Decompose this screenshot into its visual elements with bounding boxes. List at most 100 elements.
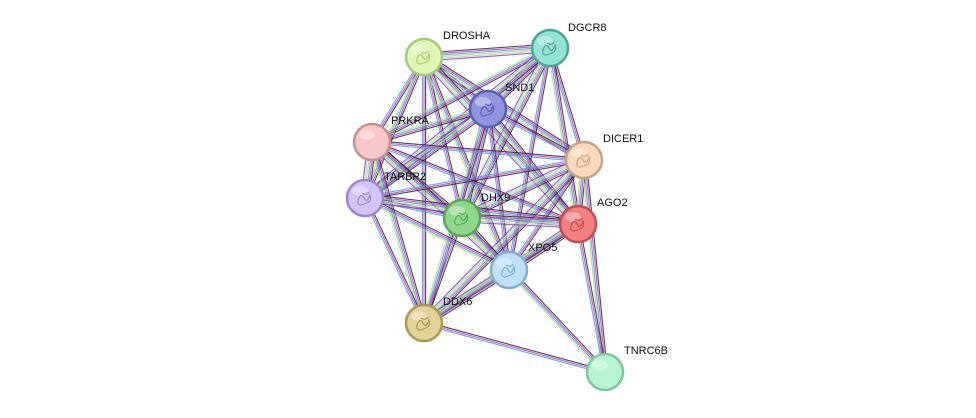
node-sheen: [359, 130, 375, 140]
edge-line: [370, 142, 424, 324]
node-dicer1[interactable]: DICER1: [564, 133, 643, 180]
protein-structure-icon: [501, 263, 516, 278]
edge-line: [367, 111, 491, 202]
edge-line: [365, 161, 585, 201]
edge-line: [372, 110, 489, 145]
edge-line: [365, 195, 511, 269]
node-snd1[interactable]: SND1: [468, 82, 534, 129]
edge-line: [423, 46, 550, 57]
edge-line: [363, 198, 424, 324]
edge-ago2-tnrc6b[interactable]: [575, 223, 608, 373]
edge-line: [423, 322, 606, 373]
edge-line: [363, 199, 509, 273]
node-xpo5[interactable]: XPO5: [489, 242, 557, 290]
node-tarbp2[interactable]: TARBP2: [345, 171, 426, 218]
edge-line: [364, 46, 550, 198]
edge-line: [551, 47, 581, 224]
edge-line: [371, 106, 488, 141]
edge-line: [420, 156, 582, 321]
edge-line: [424, 320, 606, 371]
edge-line: [372, 140, 579, 224]
node-prkra[interactable]: PRKRA: [352, 115, 430, 162]
node-circle[interactable]: [564, 140, 604, 180]
edge-snd1-prkra[interactable]: [371, 106, 489, 145]
edge-line: [370, 45, 550, 141]
protein-structure-icon: [416, 316, 431, 331]
edge-prkra-ddx6[interactable]: [369, 141, 427, 324]
node-circle[interactable]: [442, 198, 482, 238]
node-circle[interactable]: [345, 178, 385, 218]
node-drosha[interactable]: DROSHA: [404, 30, 491, 77]
edge-line: [460, 155, 583, 215]
edge-line: [461, 219, 578, 227]
node-ago2[interactable]: AGO2: [558, 197, 628, 244]
node-circle[interactable]: [489, 250, 529, 290]
edge-line: [423, 45, 550, 56]
edge-xpo5-tnrc6b[interactable]: [506, 267, 608, 375]
edge-line: [424, 56, 511, 270]
edge-line: [372, 48, 551, 144]
edge-line: [372, 109, 489, 144]
edge-line: [373, 139, 512, 269]
edge-line: [424, 48, 551, 59]
edge-prkra-ago2[interactable]: [371, 140, 579, 226]
edge-line: [365, 57, 426, 199]
node-label: DROSHA: [443, 30, 491, 42]
node-dgcr8[interactable]: DGCR8: [530, 22, 607, 68]
edge-tarbp2-xpo5[interactable]: [363, 195, 511, 273]
node-circle[interactable]: [352, 122, 392, 162]
node-dhx9[interactable]: DHX9: [442, 192, 510, 238]
protein-structure-icon: [542, 41, 557, 56]
node-label: AGO2: [597, 197, 628, 209]
edge-line: [506, 271, 604, 375]
edge-line: [365, 196, 510, 270]
edge-ddx6-tnrc6b[interactable]: [423, 320, 606, 375]
node-circle[interactable]: [558, 204, 598, 244]
edge-line: [550, 47, 580, 224]
protein-structure-icon: [480, 102, 495, 117]
edge-line: [460, 157, 584, 217]
edge-line: [426, 162, 588, 327]
node-tnrc6b[interactable]: TNRC6B: [585, 345, 668, 392]
node-circle[interactable]: [468, 89, 508, 129]
edge-line: [461, 221, 578, 229]
edge-prkra-dicer1[interactable]: [371, 139, 585, 163]
edge-line: [362, 105, 486, 196]
edge-line: [364, 157, 584, 197]
node-ddx6[interactable]: DDX6: [404, 296, 472, 343]
edge-line: [462, 216, 579, 224]
edge-dhx9-ago2[interactable]: [461, 213, 579, 229]
protein-structure-icon: [454, 211, 469, 226]
edge-tarbp2-ddx6[interactable]: [363, 197, 426, 324]
edge-line: [461, 218, 578, 226]
edge-dicer1-ddx6[interactable]: [420, 156, 588, 327]
edge-line: [489, 107, 581, 223]
edge-dgcr8-ago2[interactable]: [547, 47, 581, 225]
edge-dicer1-tarbp2[interactable]: [364, 157, 585, 201]
edge-line: [424, 49, 551, 60]
node-label: SND1: [505, 82, 534, 94]
protein-structure-icon: [576, 153, 591, 168]
edge-line: [421, 57, 508, 272]
node-circle[interactable]: [404, 303, 444, 343]
edge-line: [371, 142, 578, 226]
node-label: TARBP2: [384, 171, 426, 183]
node-circle[interactable]: [530, 28, 570, 68]
edge-line: [365, 197, 426, 323]
edge-drosha-dgcr8[interactable]: [423, 43, 551, 62]
node-label: TNRC6B: [624, 345, 668, 357]
node-circle[interactable]: [404, 37, 444, 77]
edge-line: [365, 48, 551, 200]
node-label: DGCR8: [568, 22, 607, 34]
edge-line: [462, 213, 579, 221]
edge-drosha-xpo5[interactable]: [421, 55, 512, 272]
edge-line: [424, 160, 585, 324]
edge-line: [424, 51, 551, 62]
protein-structure-icon: [570, 217, 585, 232]
edge-line: [551, 47, 587, 160]
edge-line: [509, 269, 606, 372]
node-circle[interactable]: [585, 352, 625, 392]
edge-line: [508, 270, 605, 373]
edge-line: [373, 141, 427, 323]
edge-line: [462, 160, 585, 220]
